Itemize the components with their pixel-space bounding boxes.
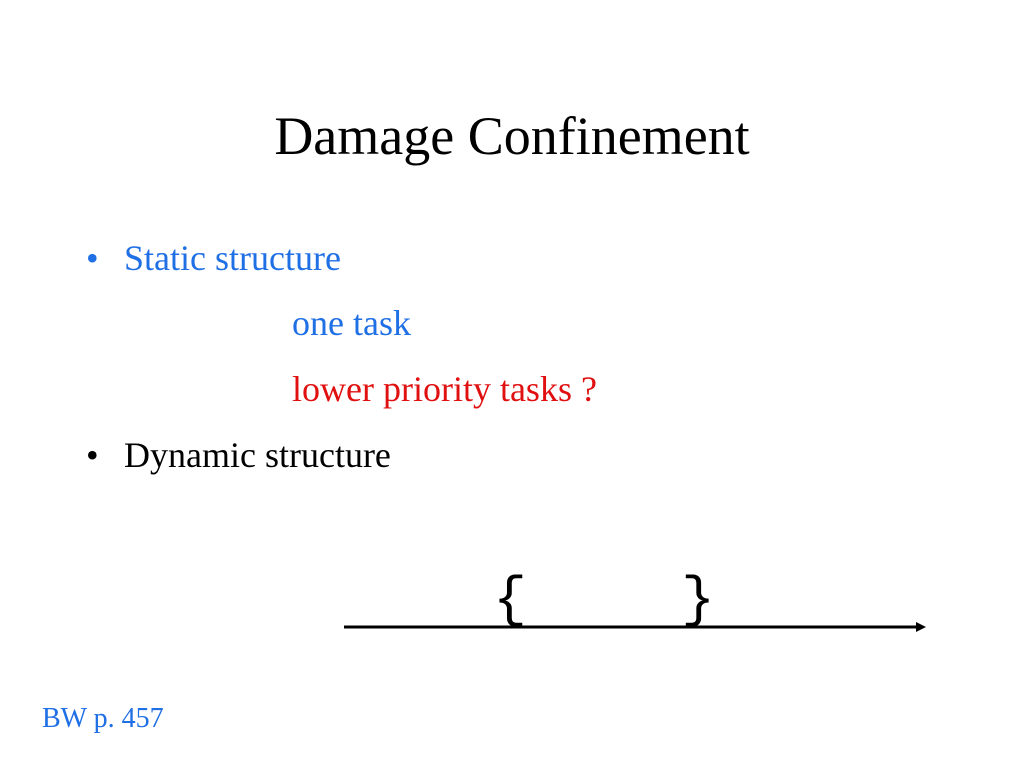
slide-title: Damage Confinement [274, 106, 750, 166]
footnote-reference: BW p. 457 [42, 703, 164, 734]
bullet-text: Dynamic structure [124, 435, 391, 475]
bullet-marker: • [86, 435, 99, 475]
sub-item-lower-priority-tasks: lower priority tasks ? [292, 369, 597, 409]
open-brace: { [493, 568, 527, 632]
bullet-marker: • [86, 238, 99, 278]
bullet-dynamic-structure: • Dynamic structure [86, 433, 391, 477]
bullet-text: Static structure [124, 238, 341, 278]
sub-item-one-task: one task [292, 303, 411, 343]
close-brace: } [681, 568, 715, 632]
bullet-static-structure: • Static structure [86, 236, 341, 280]
arrowhead-icon [916, 622, 926, 632]
timeline-diagram: { } [344, 568, 926, 632]
